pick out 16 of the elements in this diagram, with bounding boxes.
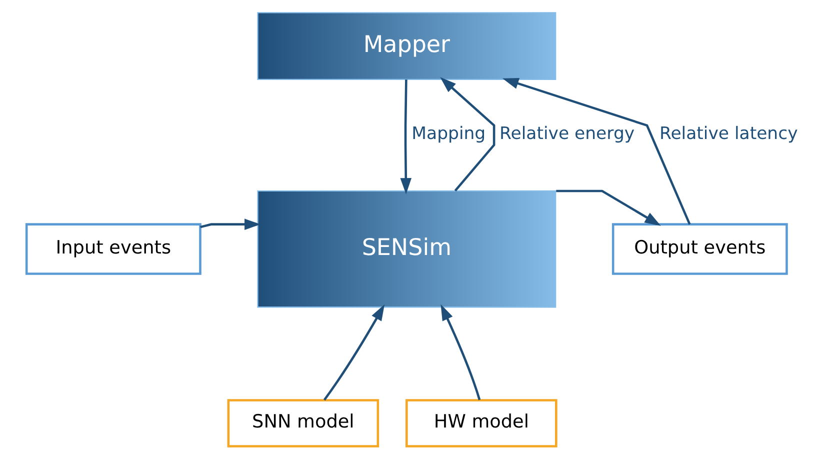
- node-box: SENSim: [257, 190, 556, 308]
- arrow: [440, 304, 481, 400]
- edge-label: Mapping: [412, 124, 486, 144]
- node-box: HW model: [406, 399, 558, 448]
- arrow: [502, 78, 691, 225]
- node-box: Mapper: [257, 12, 556, 80]
- node-box: Output events: [612, 223, 788, 275]
- arrow: [200, 218, 261, 230]
- arrow: [400, 79, 412, 194]
- node-box: Input events: [25, 223, 202, 275]
- arrow: [556, 190, 661, 226]
- node-box: SNN model: [227, 399, 380, 448]
- edge-label: Relative latency: [660, 124, 798, 144]
- arrow: [323, 304, 385, 401]
- arrow: [440, 77, 496, 192]
- edge-label: Relative energy: [500, 124, 635, 144]
